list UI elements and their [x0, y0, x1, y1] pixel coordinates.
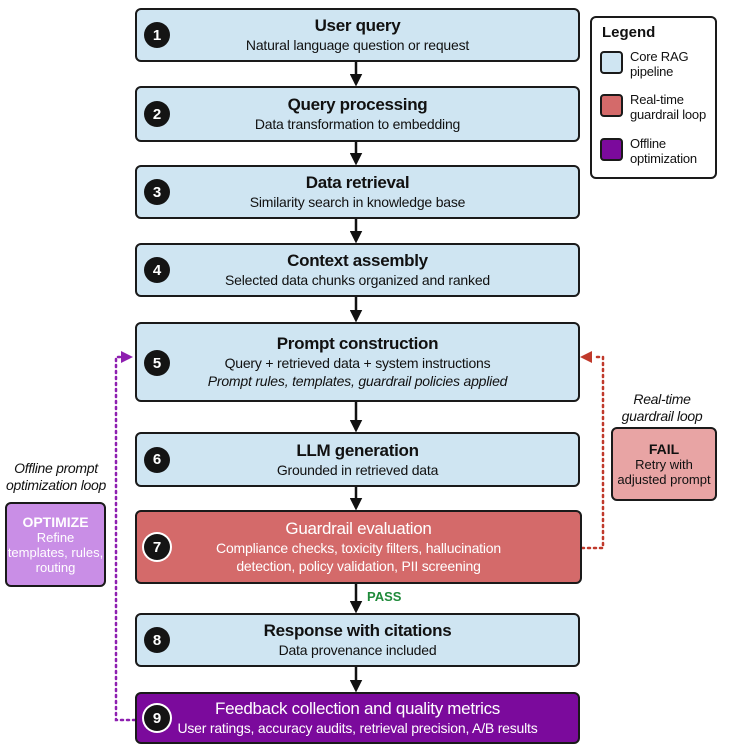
step-subtitle: Data provenance included	[278, 642, 437, 658]
step-query-processing: 2 Query processing Data transformation t…	[135, 86, 580, 142]
step-subtitle: Natural language question or request	[245, 37, 470, 53]
step-title: Query processing	[287, 95, 428, 114]
step-number-badge: 8	[144, 627, 170, 653]
step-number-badge: 7	[144, 534, 170, 560]
step-context-assembly: 4 Context assembly Selected data chunks …	[135, 243, 580, 297]
offline-loop-arrowhead	[121, 351, 133, 363]
step-feedback-collection: 9 Feedback collection and quality metric…	[135, 692, 580, 744]
legend-item-offline: Offline optimization	[600, 136, 710, 166]
step-user-query: 1 User query Natural language question o…	[135, 8, 580, 62]
step-subtitle: Grounded in retrieved data	[276, 461, 439, 478]
pass-label: PASS	[367, 589, 402, 604]
step-llm-generation: 6 LLM generation Grounded in retrieved d…	[135, 432, 580, 487]
step-title: Response with citations	[263, 621, 452, 640]
step-response-with-citations: 8 Response with citations Data provenanc…	[135, 613, 580, 667]
step-guardrail-evaluation: 7 Guardrail evaluation Compliance checks…	[135, 510, 582, 584]
fail-description: Retry with adjusted prompt	[617, 457, 711, 487]
step-subtitle: User ratings, accuracy audits, retrieval…	[177, 720, 538, 736]
step-number-badge: 9	[144, 705, 170, 731]
legend-item-core: Core RAG pipeline	[600, 49, 710, 79]
step-title: Data retrieval	[305, 173, 410, 192]
legend-item-realtime: Real-time guardrail loop	[600, 92, 710, 122]
step-number-badge: 5	[144, 350, 170, 376]
step-title: Feedback collection and quality metrics	[214, 699, 500, 718]
step-prompt-construction: 5 Prompt construction Query + retrieved …	[135, 322, 580, 402]
realtime-loop-label: Real-time guardrail loop	[621, 391, 703, 424]
step-subtitle: Compliance checks, toxicity filters, hal…	[216, 540, 501, 574]
legend-label: Real-time guardrail loop	[630, 92, 706, 122]
step-subtitle: Similarity search in knowledge base	[249, 194, 466, 210]
optimize-box: OPTIMIZE Refine templates, rules, routin…	[5, 502, 106, 587]
step-subtitle: Selected data chunks organized and ranke…	[225, 272, 490, 288]
step-title: Context assembly	[287, 251, 428, 270]
fail-label: FAIL	[648, 441, 680, 457]
step-note: Prompt rules, templates, guardrail polic…	[207, 373, 508, 389]
fail-retry-box: FAIL Retry with adjusted prompt	[611, 427, 717, 501]
step-title: LLM generation	[296, 440, 419, 460]
offline-loop-path	[114, 355, 137, 722]
legend-title: Legend	[602, 24, 656, 41]
optimize-description: Refine templates, rules, routing	[7, 530, 104, 575]
step-number-badge: 1	[144, 22, 170, 48]
legend-swatch-core	[600, 51, 623, 74]
legend-label: Core RAG pipeline	[630, 49, 689, 79]
step-title: Guardrail evaluation	[285, 519, 432, 538]
step-number-badge: 3	[144, 179, 170, 205]
legend-swatch-realtime	[600, 94, 623, 117]
realtime-loop-arrowhead	[580, 351, 592, 363]
realtime-loop-path	[580, 355, 605, 550]
step-data-retrieval: 3 Data retrieval Similarity search in kn…	[135, 165, 580, 219]
legend-swatch-offline	[600, 138, 623, 161]
step-subtitle: Data transformation to embedding	[254, 116, 461, 132]
step-title: Prompt construction	[276, 334, 439, 353]
step-title: User query	[314, 16, 401, 35]
optimize-label: OPTIMIZE	[22, 514, 89, 530]
step-number-badge: 6	[144, 446, 170, 473]
step-number-badge: 4	[144, 257, 170, 283]
offline-loop-label: Offline prompt optimization loop	[6, 460, 106, 493]
step-number-badge: 2	[144, 101, 170, 127]
legend-box: Legend Core RAG pipeline Real-time guard…	[590, 16, 717, 179]
step-subtitle: Query + retrieved data + system instruct…	[224, 355, 491, 371]
legend-label: Offline optimization	[630, 136, 697, 166]
